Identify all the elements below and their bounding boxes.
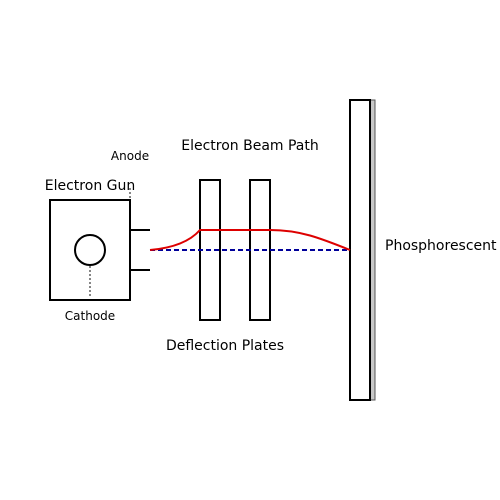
phosphorescent-screen bbox=[349, 99, 371, 401]
deflection-plates-label: Deflection Plates bbox=[166, 338, 284, 354]
electron-gun-label: Electron Gun bbox=[45, 178, 135, 194]
anode-label: Anode bbox=[111, 149, 149, 163]
deflected-beam bbox=[149, 229, 351, 251]
electron-gun-box bbox=[49, 199, 131, 301]
screen-label: Phosphorescent bbox=[385, 238, 497, 254]
cathode-circle bbox=[74, 234, 106, 266]
cathode-label: Cathode bbox=[65, 309, 115, 323]
beam-path-label: Electron Beam Path bbox=[181, 138, 319, 154]
